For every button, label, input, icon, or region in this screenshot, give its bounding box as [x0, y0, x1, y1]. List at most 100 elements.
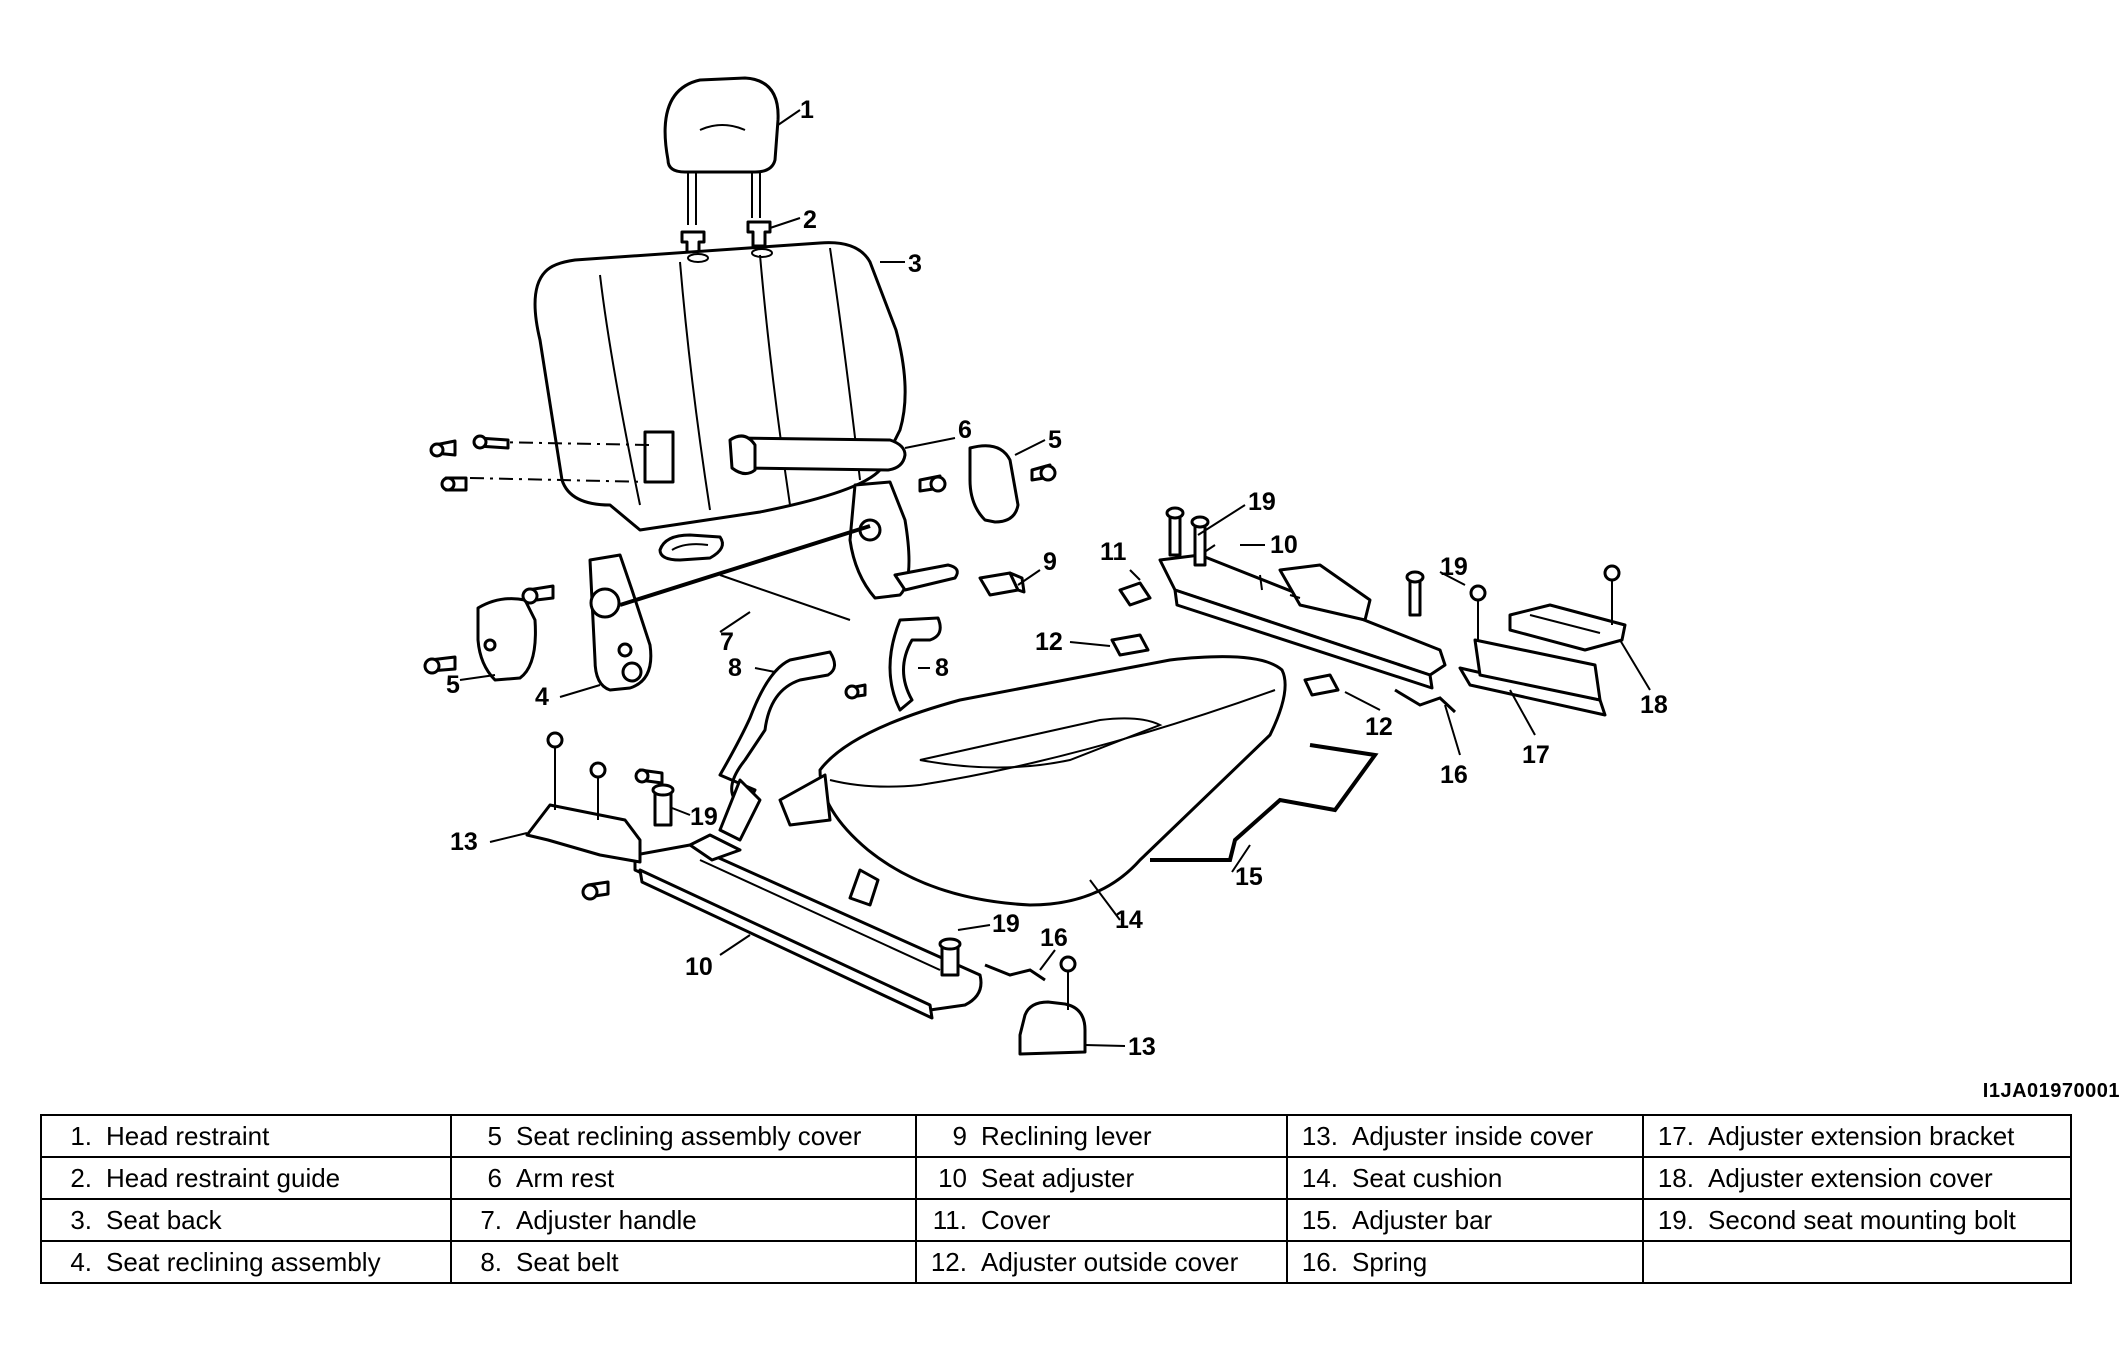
mounting-bolt-front-part — [938, 937, 1046, 982]
assembly-lines — [469, 441, 651, 483]
legend-part-name: Head restraint — [106, 1120, 270, 1151]
legend-cell: 12. Adjuster outside cover — [915, 1240, 1288, 1284]
legend-cell: 18. Adjuster extension cover — [1642, 1156, 2072, 1200]
callout-label: 12 — [1035, 628, 1063, 656]
adjuster-inside-cover-left-part — [525, 731, 642, 864]
legend-row: 4. Seat reclining assembly 8. Seat belt 12. A… — [40, 1240, 2072, 1284]
callout-label: 19 — [690, 803, 718, 831]
legend-part-name: Arm rest — [516, 1162, 615, 1193]
callout-label: 13 — [1128, 1033, 1156, 1061]
legend-part-number: 11. — [932, 1204, 967, 1235]
legend-part-number: 19. — [1657, 1204, 1694, 1235]
legend-cell — [1642, 1240, 2072, 1284]
legend-part-name: Reclining lever — [981, 1120, 1152, 1151]
callout-labels: 1 2 3 5 6 19 10 5 9 11 19 12 7 4 8 8 12 … — [446, 96, 1668, 1061]
legend-cell: 10 Seat adjuster — [915, 1156, 1288, 1200]
head-restraint-part — [663, 76, 780, 225]
legend-part-name: Seat cushion — [1352, 1162, 1503, 1193]
legend-part-name: Adjuster extension cover — [1708, 1162, 1993, 1193]
legend-cell: 13.Adjuster inside cover — [1286, 1114, 1644, 1158]
legend-part-number: 4. — [70, 1246, 92, 1277]
callout-label: 13 — [450, 828, 478, 856]
seat-adjuster-left-part — [581, 833, 983, 1020]
legend-cell: 2.Head restraint guide — [40, 1156, 452, 1200]
legend-part-name: Spring — [1352, 1246, 1428, 1277]
legend-cell: 1.Head restraint — [40, 1114, 452, 1158]
legend-part-name: Seat reclining assembly — [106, 1246, 381, 1277]
legend-part-number: 16. — [1301, 1246, 1338, 1277]
leader-lines — [459, 109, 1651, 1047]
callout-label: 16 — [1440, 761, 1468, 789]
legend-part-name: Adjuster outside cover — [981, 1246, 1239, 1277]
mounting-bolt-rear-part — [1165, 506, 1425, 617]
legend-cell: 16. Spring — [1286, 1240, 1644, 1284]
callout-label: 10 — [1270, 531, 1298, 559]
figure-reference-code: I1JA01970001 — [1982, 1080, 2120, 1102]
small-covers-part — [1110, 581, 1340, 697]
callout-label: 5 — [1048, 426, 1062, 454]
callout-label: 16 — [1040, 924, 1068, 952]
callout-label: 8 — [935, 654, 949, 682]
legend-row: 2.Head restraint guide 6 Arm rest 10 Seat ad… — [40, 1156, 2072, 1200]
callout-label: 11 — [1100, 538, 1127, 566]
legend-cell: 6 Arm rest — [450, 1156, 917, 1200]
callout-label: 15 — [1235, 863, 1263, 891]
legend-part-name: Adjuster handle — [516, 1204, 697, 1235]
adjuster-inside-cover-front-part — [1018, 955, 1087, 1056]
callout-label: 19 — [992, 910, 1020, 938]
legend-cell: 7. Adjuster handle — [450, 1198, 917, 1242]
legend-part-number: 14. — [1301, 1162, 1338, 1193]
seat-back-bolts — [429, 434, 510, 492]
adjuster-extension-cover-part — [1508, 564, 1627, 652]
arm-rest-part — [643, 430, 907, 484]
legend-cell: 17.Adjuster extension bracket — [1642, 1114, 2072, 1158]
legend-part-name: Cover — [981, 1204, 1051, 1235]
callout-label: 4 — [535, 683, 549, 711]
legend-part-name: Second seat mounting bolt — [1708, 1204, 2016, 1235]
legend-cell: 14. Seat cushion — [1286, 1156, 1644, 1200]
seat-reclining-assembly-left-part — [521, 553, 653, 692]
legend-cell: 19. Second seat mounting bolt — [1642, 1198, 2072, 1242]
spring-rear-part — [1394, 688, 1457, 714]
legend-part-number: 3. — [70, 1204, 92, 1235]
callout-label: 3 — [908, 250, 922, 278]
legend-cell: 3. Seat back — [40, 1198, 452, 1242]
callout-label: 7 — [720, 628, 734, 656]
legend-part-name: Seat adjuster — [981, 1162, 1135, 1193]
callout-label: 19 — [1440, 553, 1468, 581]
legend-part-name: Seat reclining assembly cover — [516, 1120, 862, 1151]
legend-part-number: 10 — [938, 1162, 967, 1193]
callout-label: 8 — [728, 654, 742, 682]
adjuster-extension-bracket-part — [1458, 584, 1607, 717]
callout-label: 1 — [800, 96, 814, 124]
legend-part-number: 13. — [1301, 1120, 1338, 1151]
callout-label: 14 — [1115, 906, 1143, 934]
callout-label: 2 — [803, 206, 817, 234]
legend-part-number: 18. — [1657, 1162, 1694, 1193]
legend-part-name: Seat belt — [516, 1246, 619, 1277]
legend-part-number: 2. — [70, 1162, 92, 1193]
legend-cell: 9 Reclining lever — [915, 1114, 1288, 1158]
legend-part-name: Adjuster bar — [1352, 1204, 1493, 1235]
callout-label: 5 — [446, 671, 460, 699]
callout-label: 17 — [1522, 741, 1550, 769]
legend-part-name: Seat back — [106, 1204, 222, 1235]
legend-part-number: 6 — [487, 1162, 502, 1193]
adjuster-handle-part — [619, 524, 871, 621]
reclining-cover-left-part — [423, 597, 537, 682]
seat-belt-part — [718, 616, 942, 842]
legend-cell: 4. Seat reclining assembly — [40, 1240, 452, 1284]
legend-row: 3. Seat back 7. Adjuster handle 11. Cover 15.A… — [40, 1198, 2072, 1242]
legend-part-number: 17. — [1657, 1120, 1694, 1151]
exploded-seat-diagram: 1 2 3 5 6 19 10 5 9 11 19 12 7 4 8 8 12 … — [423, 76, 1668, 1061]
legend-cell: 8. Seat belt — [450, 1240, 917, 1284]
legend-cell: 15.Adjuster bar — [1286, 1198, 1644, 1242]
adjuster-bar-part — [1150, 743, 1379, 862]
legend-part-number: 9 — [952, 1120, 967, 1151]
legend-part-number: 7. — [480, 1204, 502, 1235]
seat-adjuster-right-part — [1158, 544, 1447, 690]
legend-part-number: 8. — [480, 1246, 502, 1277]
seat-reclining-assembly-right-part — [848, 474, 959, 600]
legend-part-number: 12. — [930, 1246, 967, 1277]
